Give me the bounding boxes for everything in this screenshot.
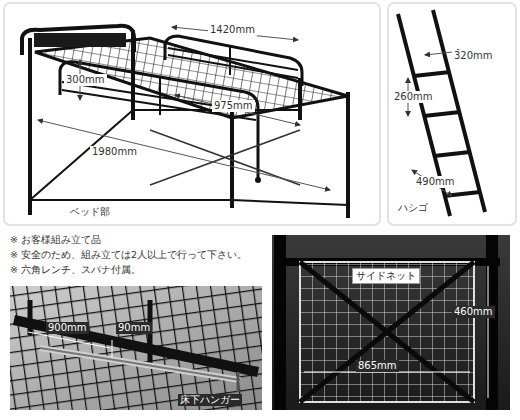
note: ※ 安全のため、組み立ては2人以上で行って下さい。 [10, 249, 247, 261]
part-name: ベッド部 [70, 206, 110, 218]
part-name: 床下ハンガー [178, 394, 242, 406]
dimension: 490mm [414, 176, 457, 188]
dimension: 320mm [452, 50, 495, 62]
dimension: 1420mm [208, 24, 257, 36]
part-name: ハシゴ [398, 202, 428, 214]
dimension: 900mm [46, 322, 89, 334]
dimension: 260mm [392, 91, 435, 103]
dimension: 975mm [212, 100, 255, 112]
dimension: 90mm [116, 322, 152, 334]
dimension: 460mm [452, 306, 495, 318]
note: ※ 六角レンチ、スパナ付属。 [10, 264, 141, 276]
dimension: 865mm [356, 360, 399, 372]
part-name: サイドネット [352, 268, 420, 284]
dimension: 300mm [64, 74, 107, 86]
note: ※ お客様組み立て品 [10, 234, 101, 246]
dimension: 1980mm [90, 146, 139, 158]
